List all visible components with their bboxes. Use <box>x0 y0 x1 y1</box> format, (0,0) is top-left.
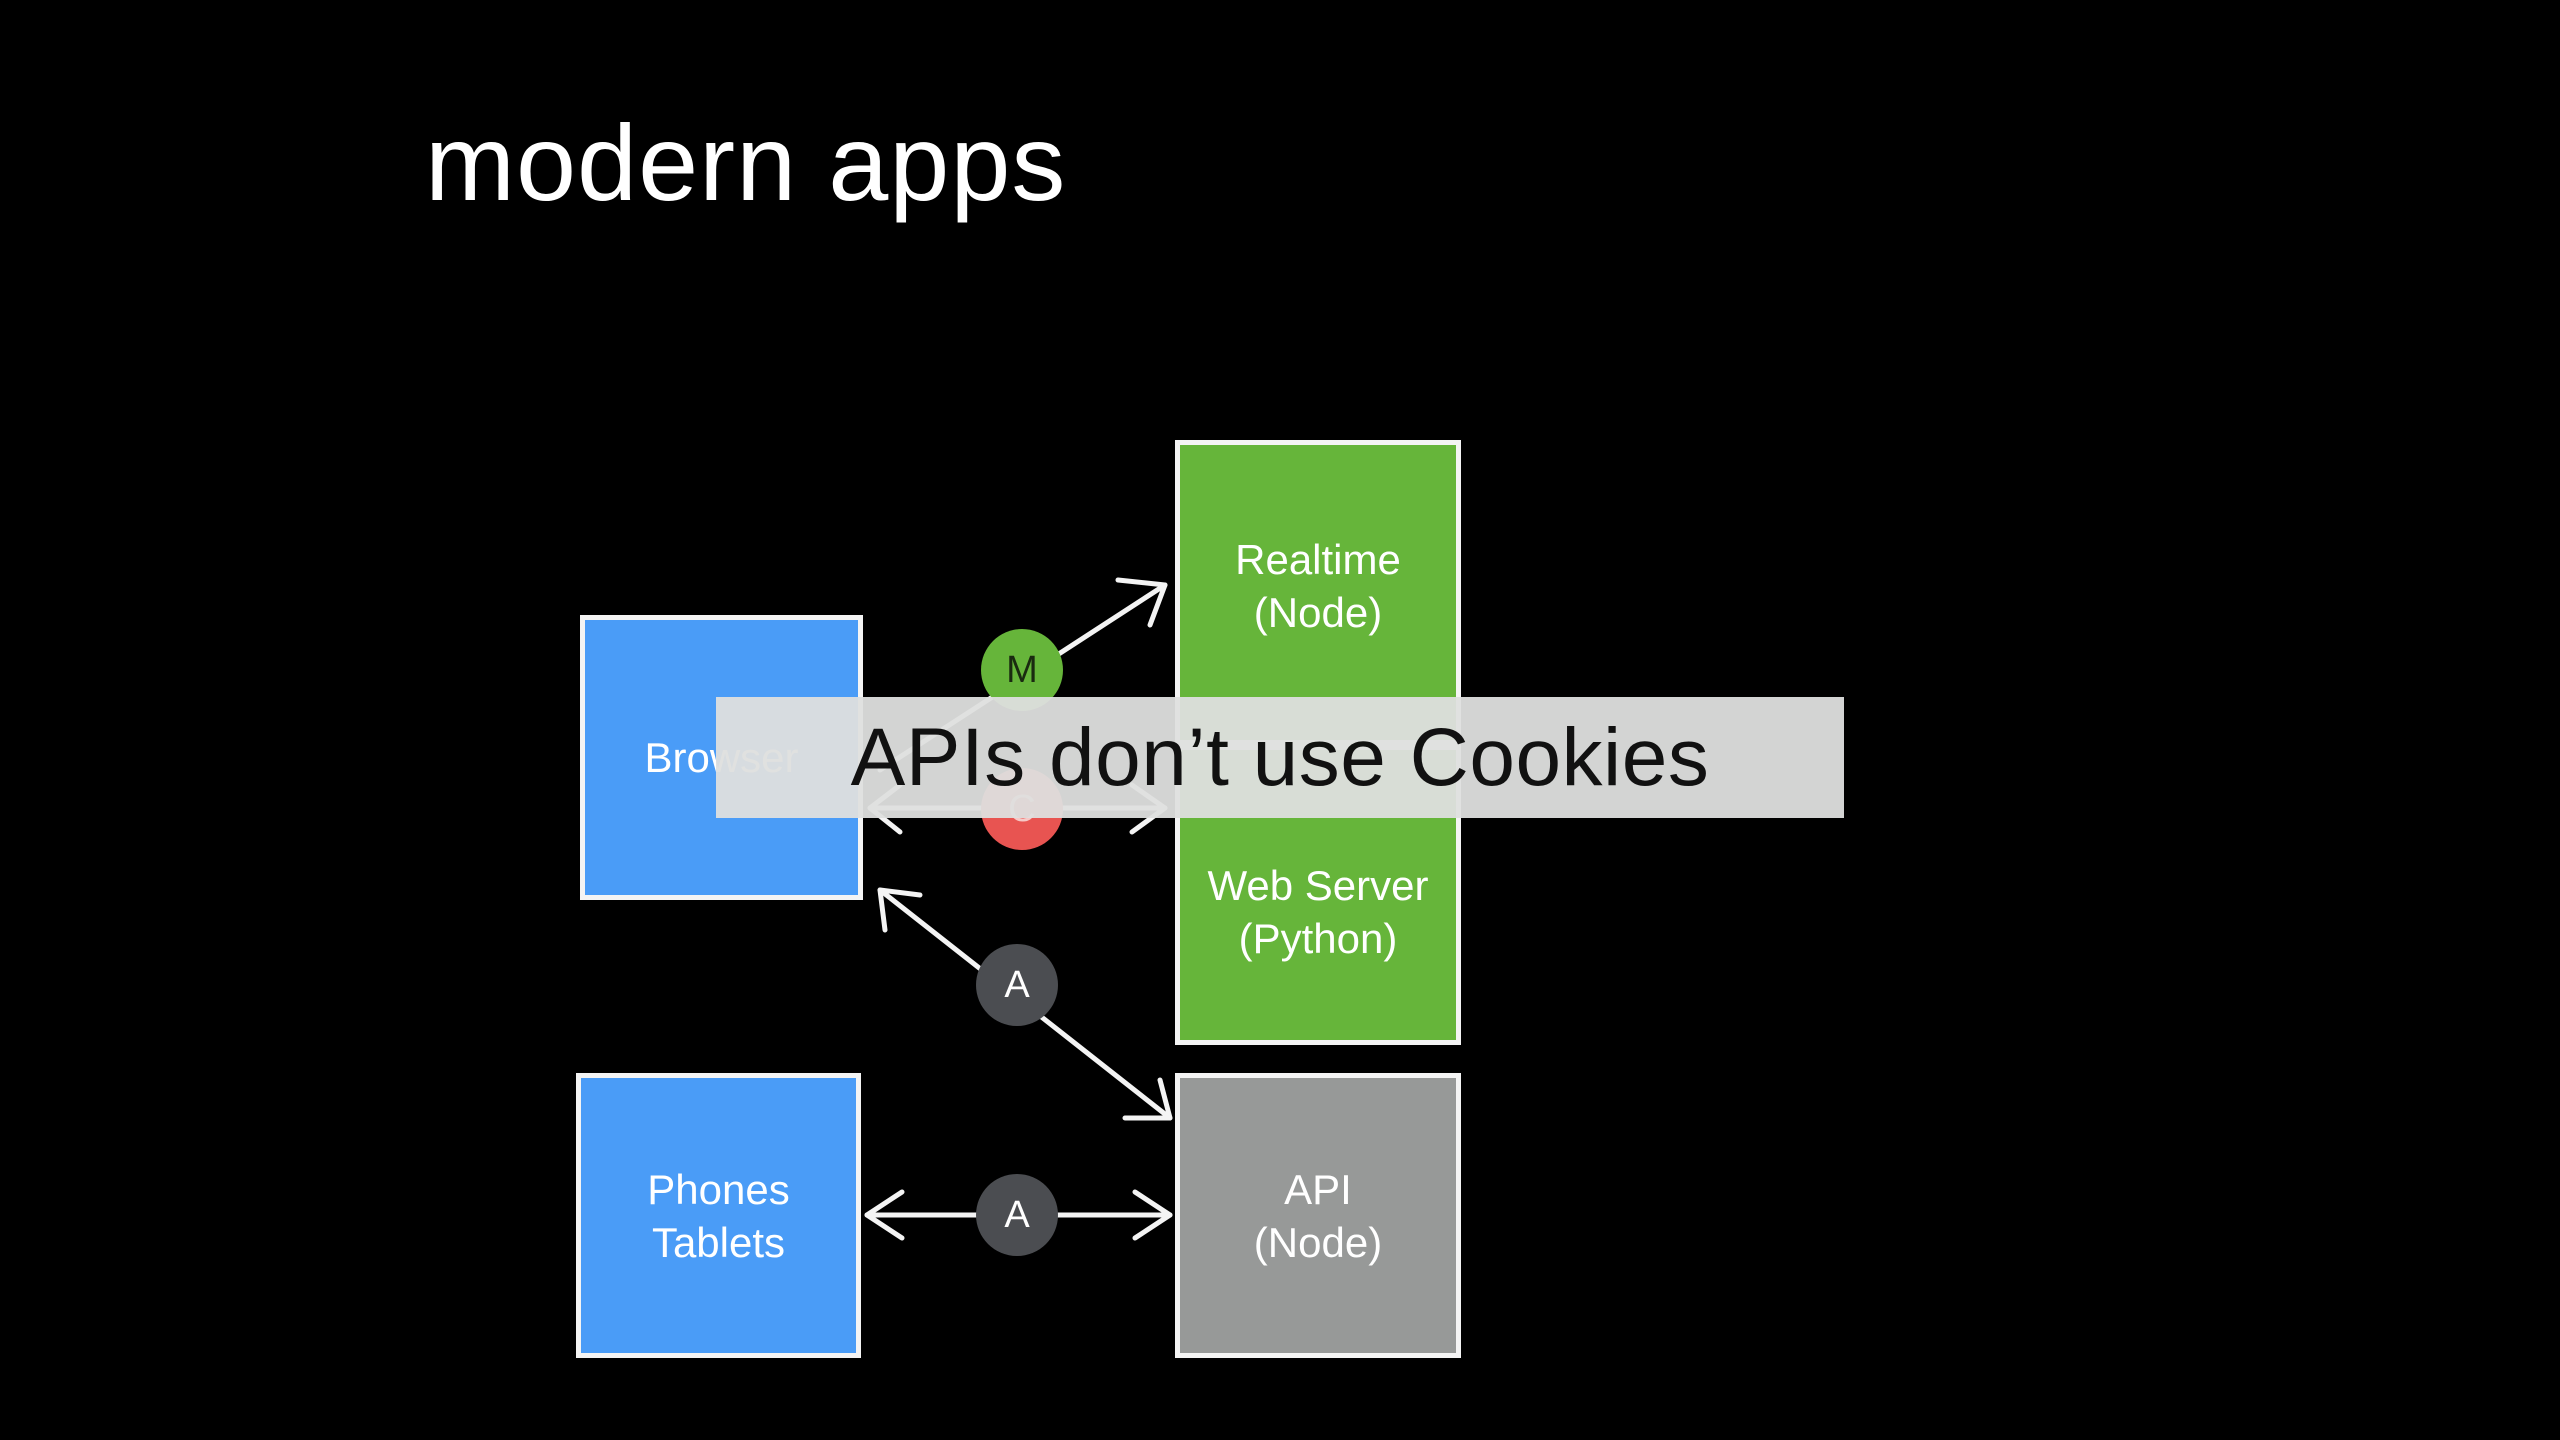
webserver-runtime-label: (Python) <box>1238 915 1398 962</box>
realtime-box: Realtime (Node) <box>1175 440 1461 745</box>
slide-title: modern apps <box>425 102 1067 223</box>
api-label: API <box>1284 1165 1352 1213</box>
api-runtime-label: (Node) <box>1253 1218 1383 1266</box>
badge-a-bottom: A <box>976 1174 1058 1256</box>
overlay-banner: APIs don’t use Cookies <box>716 697 1844 818</box>
realtime-label: Realtime <box>1235 536 1401 583</box>
phones-label: Phones <box>647 1165 790 1213</box>
api-box: API (Node) <box>1175 1073 1461 1358</box>
phones-tablets-box: Phones Tablets <box>576 1073 861 1358</box>
banner-text: APIs don’t use Cookies <box>850 711 1710 803</box>
tablets-label: Tablets <box>651 1218 786 1266</box>
badge-a-top: A <box>976 944 1058 1026</box>
realtime-runtime-label: (Node) <box>1253 589 1383 636</box>
webserver-label: Web Server <box>1207 862 1429 909</box>
